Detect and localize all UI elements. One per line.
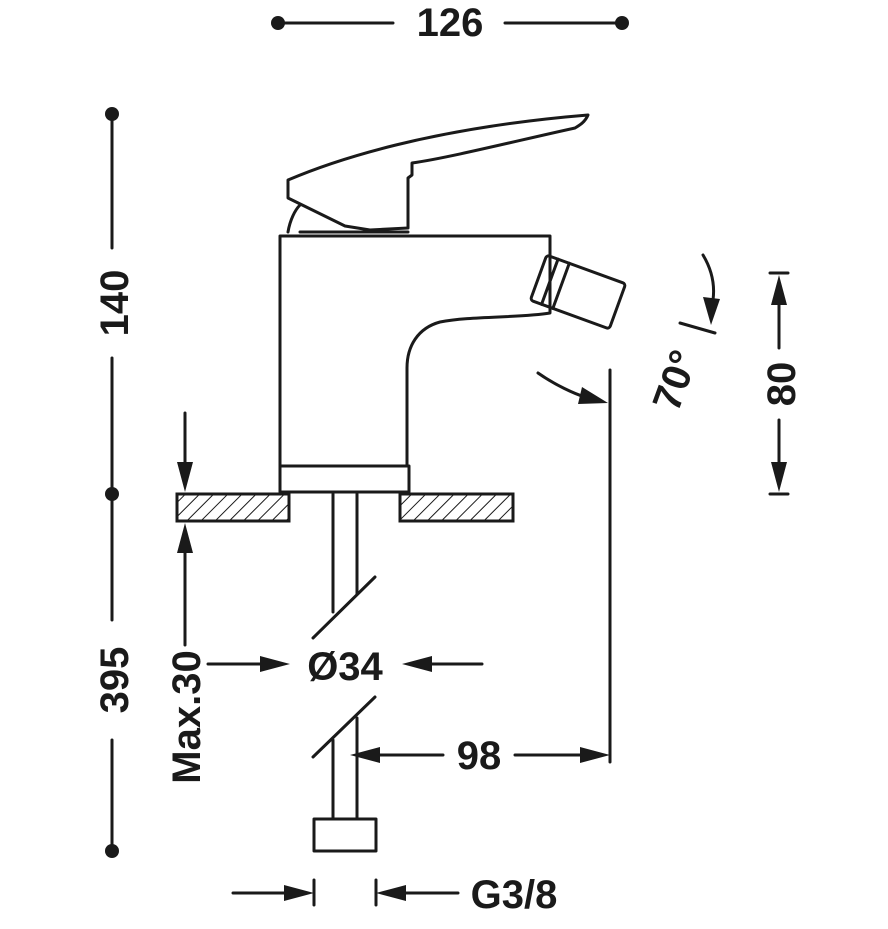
deck-right [398, 492, 515, 523]
bidet-nozzle [529, 254, 627, 330]
dimension-label-diameter: Ø34 [307, 645, 383, 689]
dimension-label-height-140: 140 [93, 270, 137, 337]
dimension-thread: G3/8 [231, 873, 558, 917]
dimension-label-height-395: 395 [93, 647, 137, 714]
dimension-width: 126 [271, 1, 629, 45]
base-collar [278, 464, 411, 494]
dimension-diameter: Ø34 [206, 645, 484, 689]
dimension-label-height-80: 80 [760, 362, 804, 407]
dimension-label-thread: G3/8 [471, 873, 558, 917]
dimension-label-max-30: Max.30 [165, 650, 209, 783]
supply-tail [311, 492, 378, 853]
mixer-body [278, 234, 552, 468]
dimension-height-left: 140 395 [93, 107, 137, 858]
dimension-angle: 70° [536, 253, 720, 417]
faucet-body [278, 113, 627, 494]
dimension-deck-thickness: Max.30 [165, 411, 209, 784]
dimension-reach: 98 [350, 368, 612, 778]
dimension-label-width: 126 [417, 1, 484, 45]
deck-left [175, 492, 291, 523]
cartridge-dome [286, 203, 302, 234]
dimension-endpoint [615, 16, 629, 30]
deck-section [175, 492, 515, 523]
dimension-label-angle: 70° [645, 345, 707, 417]
connector-nut [312, 817, 378, 853]
lever-handle [286, 113, 590, 232]
dimension-height-right: 80 [760, 271, 804, 496]
dimension-label-reach: 98 [457, 734, 502, 778]
